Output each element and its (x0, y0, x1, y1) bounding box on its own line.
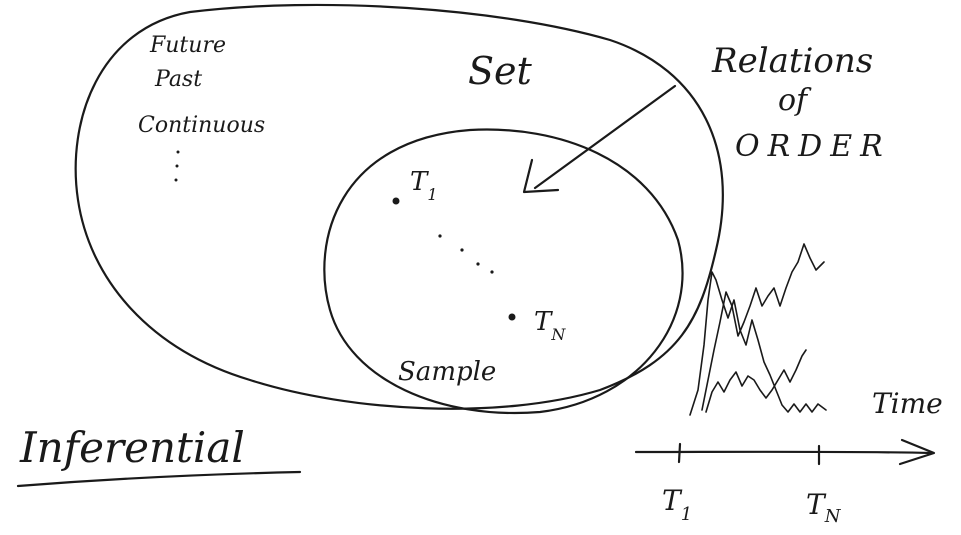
ellipsis-vertical (174, 150, 180, 182)
label-of: of (778, 83, 812, 118)
label-t1-sub: 1 (427, 185, 437, 204)
point-tn (508, 313, 516, 321)
label-t1: T1 (410, 167, 438, 204)
label-tn-sub: N (550, 325, 566, 344)
ellipsis-diagonal (438, 234, 494, 274)
tick-t1 (677, 442, 682, 464)
label-future: Future (149, 33, 226, 58)
axis-label-t1: T1 (662, 484, 692, 525)
time-series-scribbles (689, 243, 827, 416)
set-outer-boundary (74, 3, 724, 410)
inferential-underline (16, 470, 302, 488)
label-set: Set (468, 49, 533, 93)
label-time: Time (872, 387, 943, 420)
label-order: ORDER (735, 129, 891, 164)
axis-label-tn: TN (806, 488, 842, 527)
label-continuous: Continuous (138, 113, 265, 138)
label-relations: Relations (711, 41, 873, 81)
point-t1 (392, 197, 400, 205)
arrow-to-sample (522, 84, 677, 194)
label-tn: TN (534, 307, 566, 344)
sample-circle (323, 128, 684, 415)
label-sample: Sample (398, 357, 496, 387)
label-past: Past (154, 67, 202, 92)
label-inferential: Inferential (19, 423, 245, 472)
time-axis (634, 438, 936, 466)
